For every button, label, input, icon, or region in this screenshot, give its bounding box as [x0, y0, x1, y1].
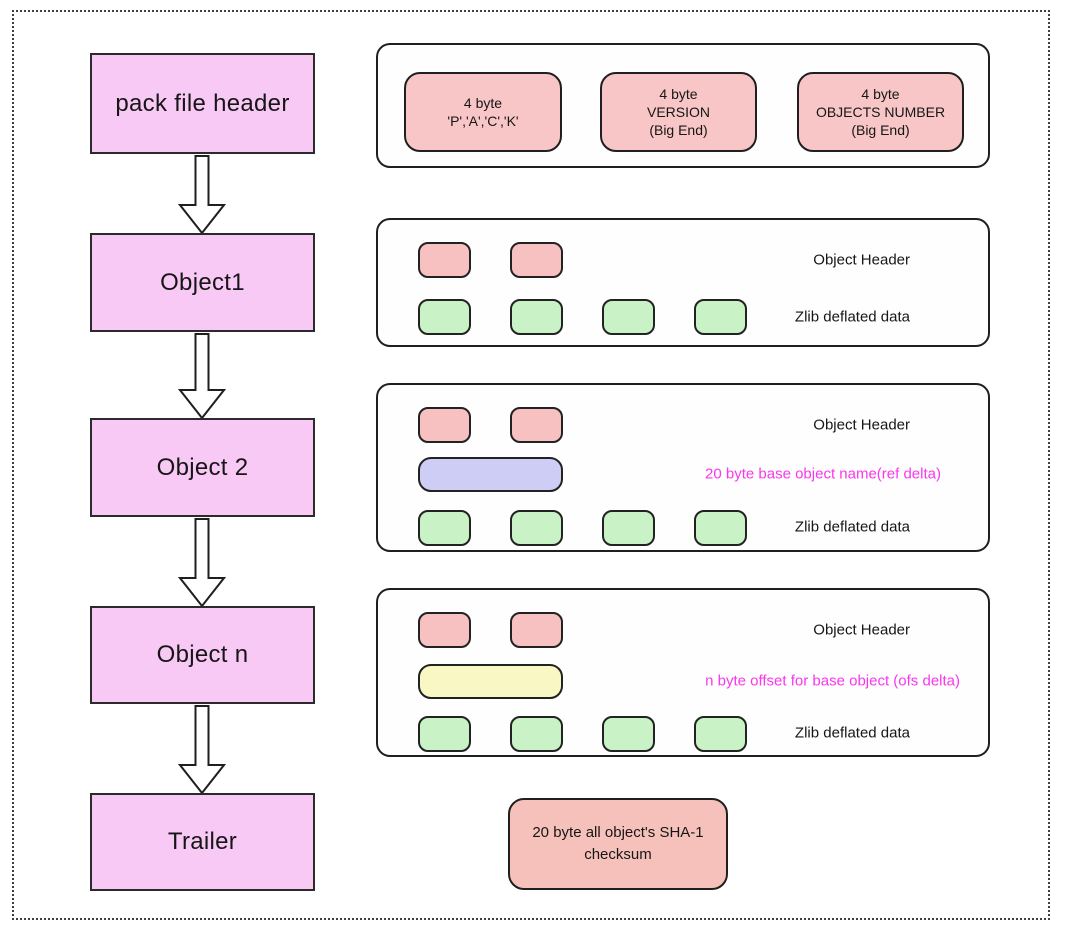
- object-header-byte-chip: [418, 407, 471, 443]
- zlib-data-byte-chip: [418, 716, 471, 752]
- flow-node-object1: Object1: [90, 233, 315, 332]
- flow-node-label: Object 2: [156, 453, 249, 481]
- pack-header-detail-panel: 4 byte 'P','A','C','K' 4 byte VERSION (B…: [376, 43, 990, 168]
- zlib-data-byte-chip: [694, 299, 747, 335]
- header-field-text: 4 byte VERSION (Big End): [646, 86, 710, 138]
- header-field-text: 4 byte OBJECTS NUMBER (Big End): [815, 86, 946, 138]
- flow-node-label: Object1: [160, 268, 245, 296]
- object1-detail-panel: Object Header Zlib deflated data: [376, 218, 990, 347]
- flow-node-pack-file-header: pack file header: [90, 53, 315, 154]
- zlib-data-byte-chip: [602, 510, 655, 546]
- zlib-data-label: Zlib deflated data: [794, 518, 910, 536]
- down-arrow-icon: [178, 705, 226, 794]
- flow-node-trailer: Trailer: [90, 793, 315, 891]
- object-header-byte-chip: [510, 407, 563, 443]
- zlib-data-byte-chip: [510, 716, 563, 752]
- flow-node-objectn: Object n: [90, 606, 315, 704]
- object2-detail-panel: Object Header 20 byte base object name(r…: [376, 383, 990, 552]
- header-field-pack-magic: 4 byte 'P','A','C','K': [404, 72, 562, 152]
- sha1-checksum-chip: 20 byte all object's SHA-1 checksum: [508, 798, 728, 890]
- header-field-version: 4 byte VERSION (Big End): [600, 72, 757, 152]
- header-field-text: 4 byte 'P','A','C','K': [447, 95, 519, 129]
- zlib-data-label: Zlib deflated data: [794, 724, 910, 742]
- header-field-objects-number: 4 byte OBJECTS NUMBER (Big End): [797, 72, 964, 152]
- flow-node-label: Object n: [156, 641, 249, 668]
- zlib-data-byte-chip: [418, 299, 471, 335]
- base-object-name-bar: [418, 457, 563, 492]
- zlib-data-byte-chip: [510, 510, 563, 546]
- diagram-border: [12, 10, 1050, 920]
- object-header-label: Object Header: [813, 416, 910, 434]
- down-arrow-icon: [178, 155, 226, 234]
- flow-node-label: pack file header: [115, 89, 290, 117]
- sha1-checksum-label: 20 byte all object's SHA-1 checksum: [532, 824, 704, 863]
- objectn-detail-panel: Object Header n byte offset for base obj…: [376, 588, 990, 757]
- zlib-data-byte-chip: [418, 510, 471, 546]
- ofs-delta-label: n byte offset for base object (ofs delta…: [705, 672, 960, 690]
- flow-node-label: Trailer: [167, 828, 238, 855]
- zlib-data-byte-chip: [602, 716, 655, 752]
- object-header-byte-chip: [510, 242, 563, 278]
- object-header-label: Object Header: [813, 251, 910, 269]
- zlib-data-byte-chip: [510, 299, 563, 335]
- base-object-offset-bar: [418, 664, 563, 699]
- zlib-data-byte-chip: [602, 299, 655, 335]
- zlib-data-byte-chip: [694, 716, 747, 752]
- zlib-data-byte-chip: [694, 510, 747, 546]
- object-header-byte-chip: [418, 242, 471, 278]
- down-arrow-icon: [178, 333, 226, 419]
- object-header-byte-chip: [510, 612, 563, 648]
- object-header-label: Object Header: [813, 621, 910, 639]
- object-header-byte-chip: [418, 612, 471, 648]
- ref-delta-label: 20 byte base object name(ref delta): [705, 465, 941, 483]
- flow-node-object2: Object 2: [90, 418, 315, 517]
- down-arrow-icon: [178, 518, 226, 607]
- zlib-data-label: Zlib deflated data: [794, 308, 910, 326]
